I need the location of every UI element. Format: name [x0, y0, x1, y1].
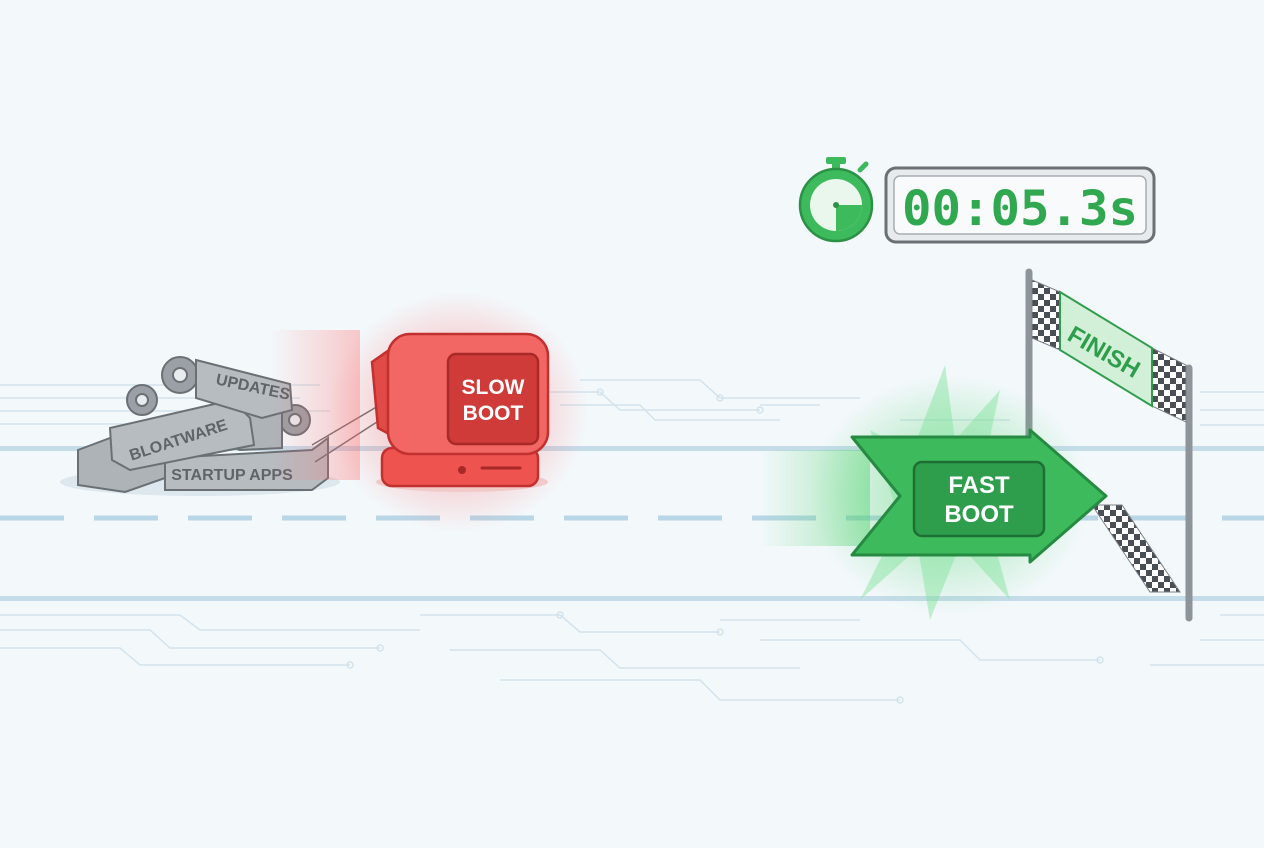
- fast-boot-label-line2: BOOT: [944, 501, 1014, 528]
- timer-display: 00:05.3s: [884, 166, 1156, 244]
- stopwatch-icon: [798, 157, 874, 243]
- finish-line: FINISH: [1025, 268, 1193, 622]
- fast-boot-arrow: FAST BOOT: [760, 365, 1108, 620]
- checkered-flag-icon: [1031, 279, 1187, 423]
- fast-boot-label-line1: FAST: [948, 472, 1010, 499]
- timer-value: 00:05.3s: [902, 181, 1138, 237]
- slow-boot-label-line2: BOOT: [463, 402, 524, 425]
- slow-boot-computer: SLOW BOOT: [270, 292, 588, 532]
- slow-boot-label-line1: SLOW: [462, 376, 525, 399]
- startup-apps-label: STARTUP APPS: [171, 467, 293, 484]
- circuit-traces-bottom: [0, 611, 1264, 704]
